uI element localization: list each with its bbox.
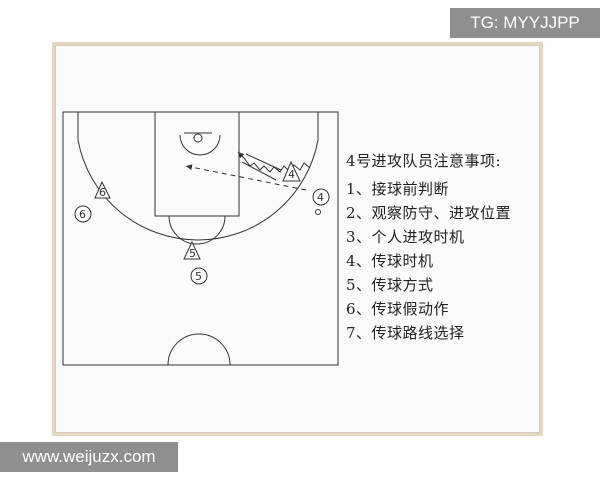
defender-6-label: 6 xyxy=(99,186,106,199)
cut-path-2 xyxy=(241,161,277,181)
center-circle xyxy=(167,333,231,366)
restricted-arc xyxy=(179,134,221,156)
watermark-tag-bottom: www.weijuzx.com xyxy=(0,442,178,472)
notes-item: 5、传球方式 xyxy=(346,276,434,294)
defender-5-label: 5 xyxy=(189,247,196,260)
basket-rim xyxy=(193,133,203,143)
three-point-line xyxy=(77,112,319,241)
notes-panel: 4号进攻队员注意事项: 1、接球前判断 2、观察防守、进攻位置 3、个人进攻时机… xyxy=(346,150,546,345)
cut-path xyxy=(245,153,282,171)
defender-4-marker: 4 xyxy=(282,160,301,182)
picture-frame xyxy=(52,42,543,436)
attacker-6-label: 6 xyxy=(79,208,86,221)
notes-item: 1、接球前判断 xyxy=(346,180,450,198)
defender-5-marker: 5 xyxy=(183,240,201,260)
attacker-6-marker: 6 xyxy=(74,205,92,223)
attacker-5-label: 5 xyxy=(195,270,202,283)
pass-path-dashed xyxy=(185,164,307,191)
free-throw-circle xyxy=(168,215,226,245)
paint-key xyxy=(154,111,240,217)
notes-title: 4号进攻队员注意事项: xyxy=(346,152,502,170)
ball-icon xyxy=(315,209,321,215)
watermark-tag-top: TG: MYYJJPP xyxy=(450,8,600,38)
notes-item: 2、观察防守、进攻位置 xyxy=(346,204,512,222)
defender-4-label: 4 xyxy=(288,168,295,181)
notes-item: 3、个人进攻时机 xyxy=(346,228,465,246)
notes-item: 6、传球假动作 xyxy=(346,300,450,318)
notes-item: 7、传球路线选择 xyxy=(346,324,465,342)
notes-item: 4、传球时机 xyxy=(346,252,434,270)
defender-6-marker: 6 xyxy=(94,180,111,199)
court-boundary xyxy=(62,111,339,366)
attacker-4-label: 4 xyxy=(317,191,324,204)
attacker-5-marker: 5 xyxy=(190,267,208,285)
attacker-4-marker: 4 xyxy=(312,188,330,215)
